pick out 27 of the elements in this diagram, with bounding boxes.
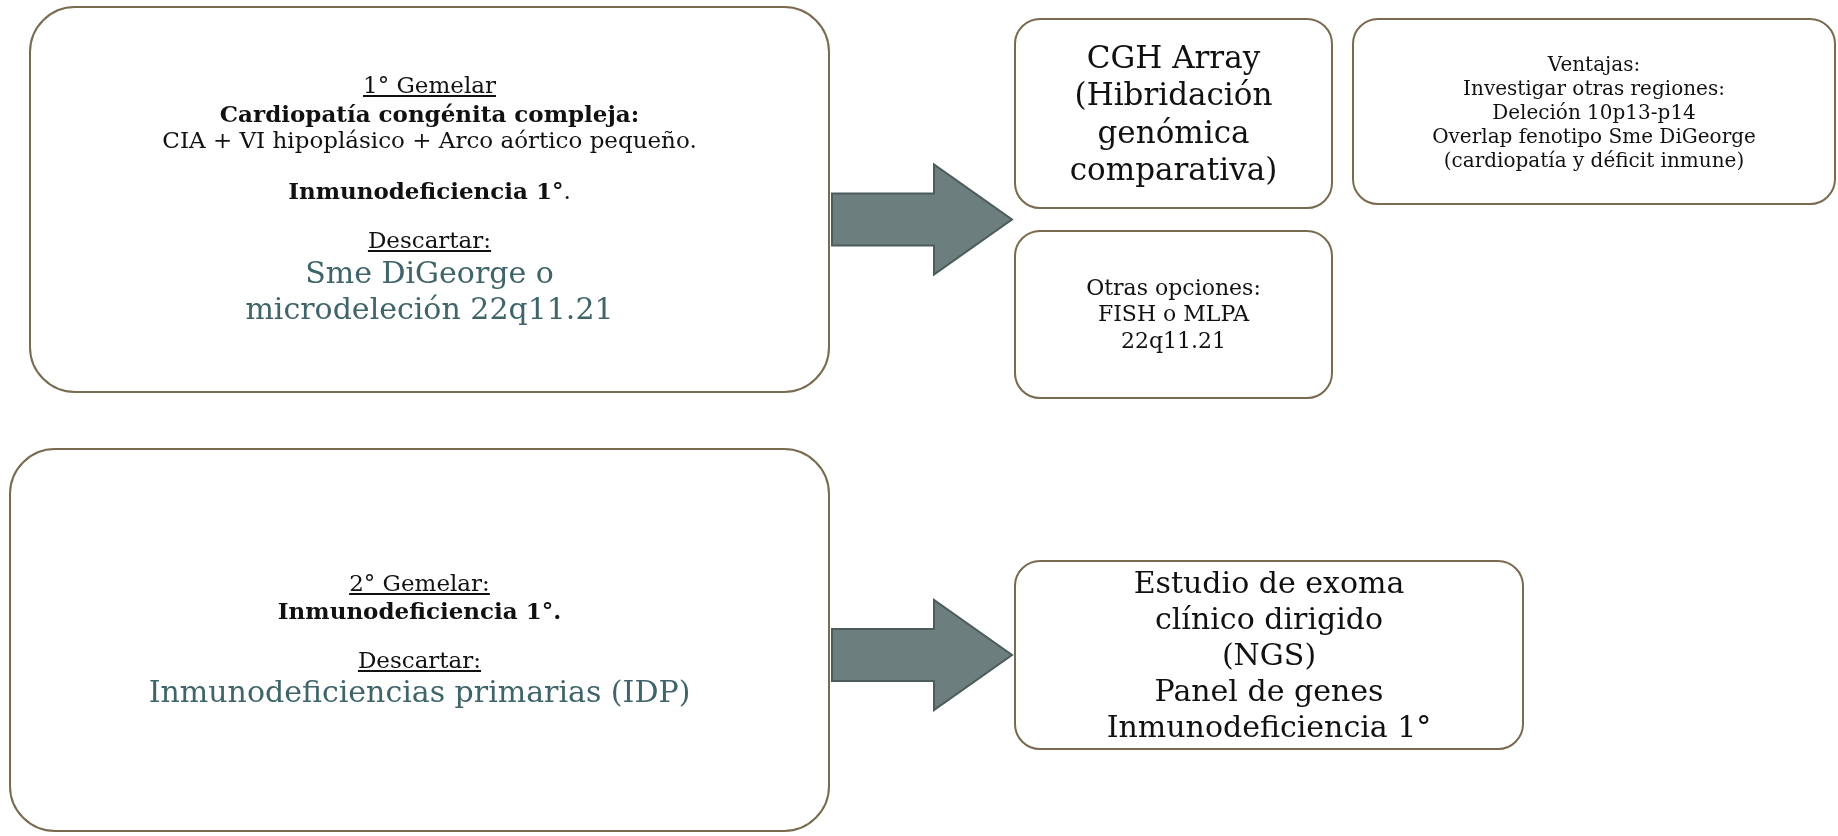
box-text: Sme DiGeorge o microdeleción 22q11.21 [244,255,615,327]
rounded-box [1014,18,1333,209]
box-text: Inmunodeficiencia 1° [1106,709,1432,745]
box-text: Otras opciones: FISH o MLPA 22q11.21 [1085,274,1262,355]
box-text: Investigar otras regiones: [1463,75,1725,100]
box-text: CGH Array (Hibridación genómica comparativa) [1068,39,1279,188]
rounded-box [1014,230,1333,399]
box-text: Descartar: [357,646,482,675]
box-text: Inmunodeficiencias primarias (IDP) [148,674,691,711]
rounded-box [29,6,830,393]
rounded-box [9,448,830,832]
box-text: Cardiopatía congénita compleja: [219,99,640,128]
box-text: 1° Gemelar [363,72,496,100]
box-text: Panel de genes [1154,673,1384,709]
box-text: Estudio de exoma clínico dirigido (NGS) [1132,565,1406,673]
box-text: Ventajas: [1547,51,1641,76]
rounded-box [1014,560,1524,750]
box-text: 2° Gemelar: [349,569,490,598]
box-text: Overlap fenotipo Sme DiGeorge (cardiopatía y déficit inmune) [1431,123,1757,172]
block-arrow [831,598,1014,712]
box-text: Deleción 10p13-p14 [1492,99,1696,124]
box-text: Inmunodeficiencia 1°. [288,176,571,206]
box-text: Descartar: [367,227,492,255]
box-text: CIA + VI hipoplásico + Arco aórtico pequeño. [162,127,697,155]
block-arrow [831,162,1014,277]
rounded-box [1352,18,1836,205]
box-text: Inmunodeficiencia 1°. [277,597,562,625]
